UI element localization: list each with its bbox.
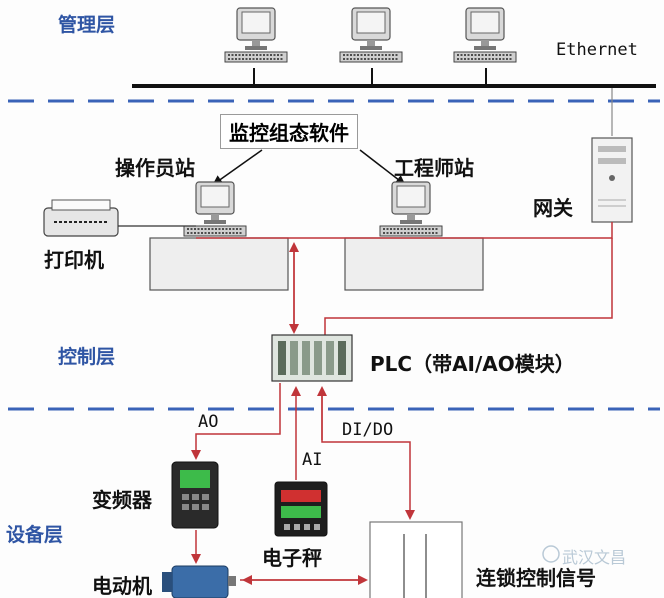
management-computer-1 (224, 7, 288, 63)
engineer-station-label: 工程师站 (394, 156, 474, 180)
watermark-text: 武汉文昌 (562, 548, 627, 567)
ao-signal-label: AO (198, 412, 219, 432)
gateway-device (591, 137, 633, 223)
interlock-panel (369, 521, 463, 598)
scale-device (274, 481, 328, 537)
management-computer-2 (339, 7, 403, 63)
software-to-operator-arrow (212, 149, 263, 186)
software-label: 监控组态软件 (220, 114, 358, 149)
printer-label: 打印机 (44, 248, 104, 272)
watermark-logo (542, 545, 560, 563)
control-layer-label: 控制层 (58, 346, 116, 368)
operator-desk (149, 237, 289, 291)
vfd-label: 变频器 (92, 488, 152, 512)
engineer-to-gateway-line (430, 222, 613, 239)
gateway-label: 网关 (533, 196, 573, 220)
vfd-device (171, 461, 219, 529)
ao-signal-line (191, 383, 281, 460)
plc-rack (271, 334, 353, 382)
motor-device (162, 565, 236, 598)
operator-station-label: 操作员站 (115, 156, 195, 180)
engineer-computer (379, 181, 443, 237)
ai-signal-label: AI (302, 450, 323, 470)
plc-label: PLC（带AI/AO模块） (370, 352, 575, 376)
device-layer-label: 设备层 (6, 524, 64, 546)
software-to-engineer-arrow (359, 149, 406, 186)
printer-device (43, 199, 119, 237)
motor-label: 电动机 (92, 574, 152, 598)
ethernet-label: Ethernet (556, 40, 638, 60)
dido-signal-label: DI/DO (342, 420, 394, 440)
management-computer-3 (453, 7, 517, 63)
operator-computer (183, 181, 247, 237)
scale-label: 电子秤 (262, 546, 322, 570)
management-layer-label: 管理层 (58, 14, 116, 36)
engineer-desk (344, 237, 484, 291)
interlock-label: 连锁控制信号 (476, 566, 596, 590)
gateway-to-plc-line (324, 238, 613, 336)
